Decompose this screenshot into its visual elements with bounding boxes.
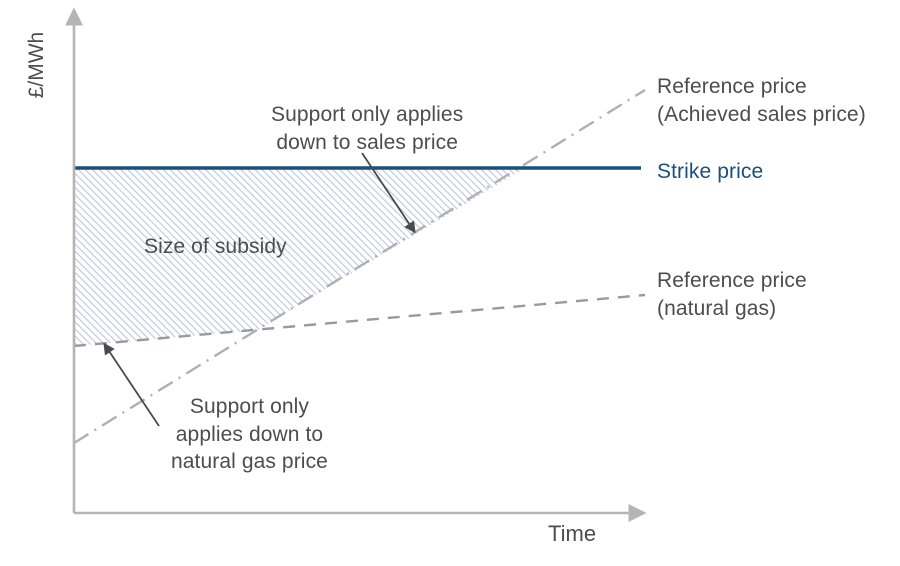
x-axis-label: Time [548,521,597,546]
annotation-text-natural-gas-price: Support only applies down to natural gas p… [171,393,328,476]
legend-label-reference-price-achieved-sales: Reference price (Achieved sales price) [657,73,866,128]
annotation-text-natural-gas-price-line2: applies down to [175,422,324,446]
annotation-text-natural-gas-price-line3: natural gas price [171,450,328,474]
region-label-size-of-subsidy: Size of subsidy [144,235,287,258]
reference-price-natural-gas-line [73,293,646,348]
legend-label-reference-price-natural-gas: Reference price (natural gas) [657,267,807,322]
annotation-text-sales-price-line1: Support only applies [271,103,464,126]
annotation-text-sales-price: Support only applies down to sales price [271,101,463,156]
annotation-arrow-sales-price [361,152,416,234]
y-axis-label: £/MWh [25,31,48,99]
legend-label-reference-price-natural-gas-line1: Reference price [657,269,807,292]
legend-label-reference-price-achieved-sales-line1: Reference price [657,75,807,98]
legend-label-strike-price: Strike price [657,160,764,183]
legend-label-reference-price-achieved-sales-line2: (Achieved sales price) [657,102,866,126]
reference-price-achieved-sales-line [73,88,646,445]
annotation-text-natural-gas-price-line1: Support only [189,395,310,418]
annotation-arrow-natural-gas-price [103,342,160,427]
subsidy-shaded-region [74,168,640,346]
annotation-text-sales-price-line2: down to sales price [276,130,458,154]
legend-label-reference-price-natural-gas-line2: (natural gas) [657,296,777,320]
